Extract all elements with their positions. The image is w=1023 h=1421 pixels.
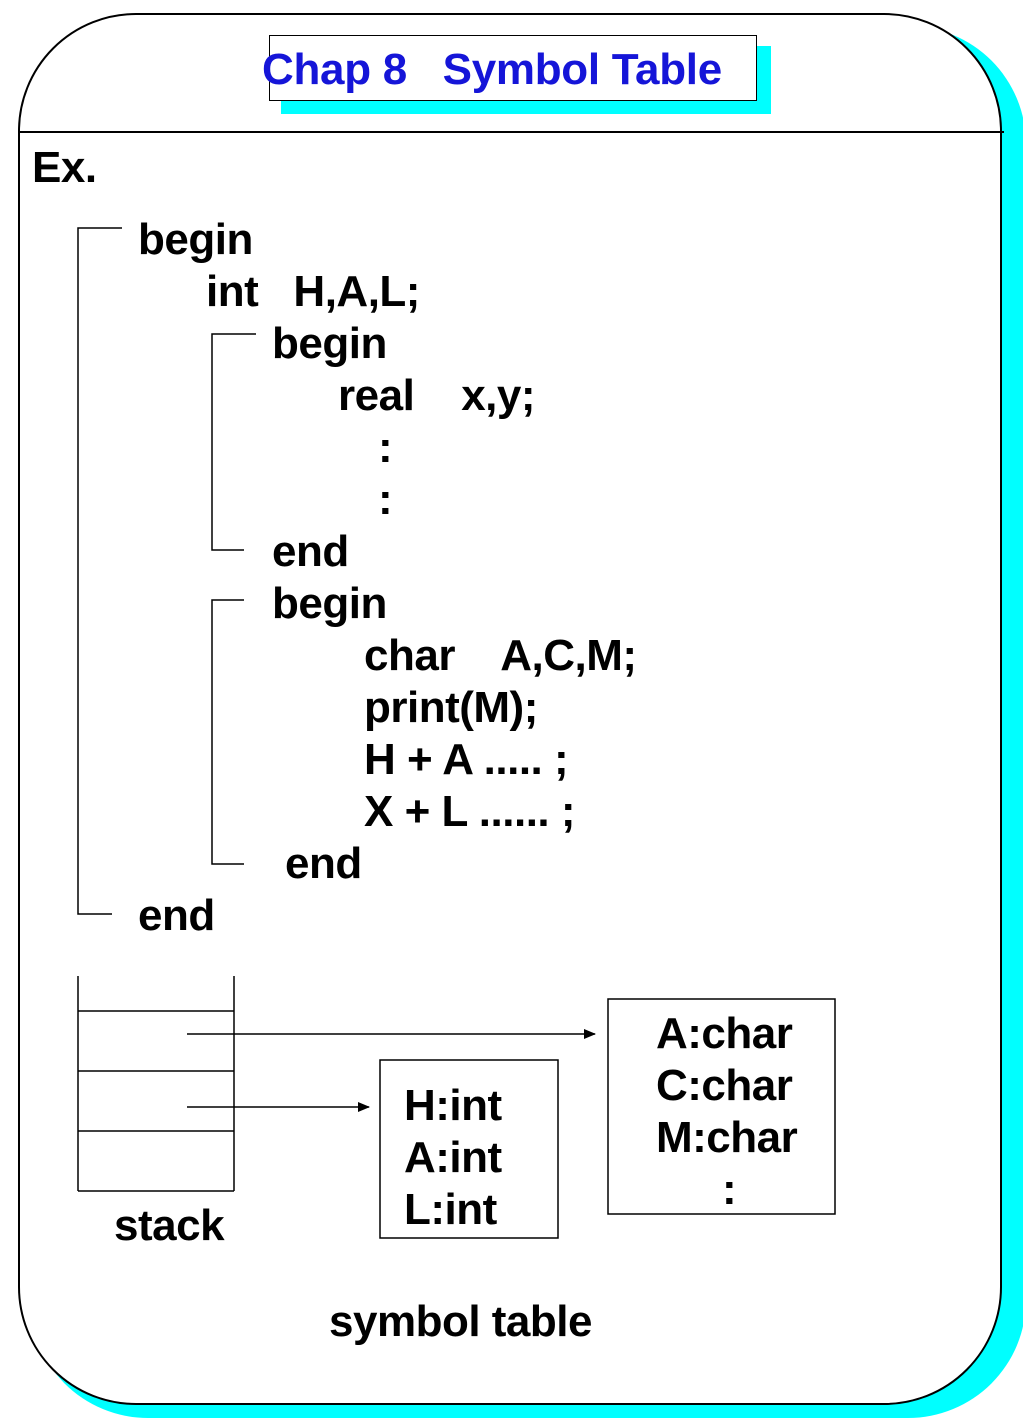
code-inner1-decl: real x,y; [338, 371, 536, 420]
table-outer-entry: L:int [404, 1185, 497, 1234]
table-inner-entry: M:char [656, 1113, 798, 1162]
code-inner2-stmt: print(M); [364, 683, 538, 732]
inner-block2-bracket [211, 599, 244, 865]
code-inner2-decl: char A,C,M; [364, 631, 637, 680]
code-inner1-dots: : [378, 423, 393, 472]
stack-label: stack [114, 1201, 225, 1250]
table-inner-entry: A:char [656, 1009, 793, 1058]
code-inner2-stmt: H + A ..... ; [364, 735, 569, 784]
code-inner1-dots: : [378, 475, 393, 524]
table-outer-entry: A:int [404, 1133, 502, 1182]
table-inner-entry: C:char [656, 1061, 793, 1110]
code-outer-decl: int H,A,L; [206, 267, 420, 316]
code-inner1-end: end [272, 527, 349, 576]
code-inner1-begin: begin [272, 319, 387, 368]
table-outer-entry: H:int [404, 1081, 502, 1130]
page-title: Chap 8 Symbol Table [262, 45, 722, 94]
code-inner2-end: end [285, 839, 362, 888]
table-inner-entry: : [722, 1165, 737, 1214]
inner-block1-bracket [211, 333, 256, 551]
code-outer-begin: begin [138, 215, 253, 264]
slide-frame [18, 13, 1002, 1405]
symbol-table-label: symbol table [329, 1297, 592, 1346]
example-label: Ex. [32, 143, 97, 192]
code-inner2-begin: begin [272, 579, 387, 628]
title-divider [18, 131, 1004, 133]
outer-block-bracket [77, 227, 122, 915]
table-inner-box [607, 998, 836, 1215]
code-inner2-stmt: X + L ...... ; [364, 787, 576, 836]
title-box [269, 35, 757, 101]
table-outer-box [379, 1059, 559, 1239]
code-outer-end: end [138, 891, 215, 940]
